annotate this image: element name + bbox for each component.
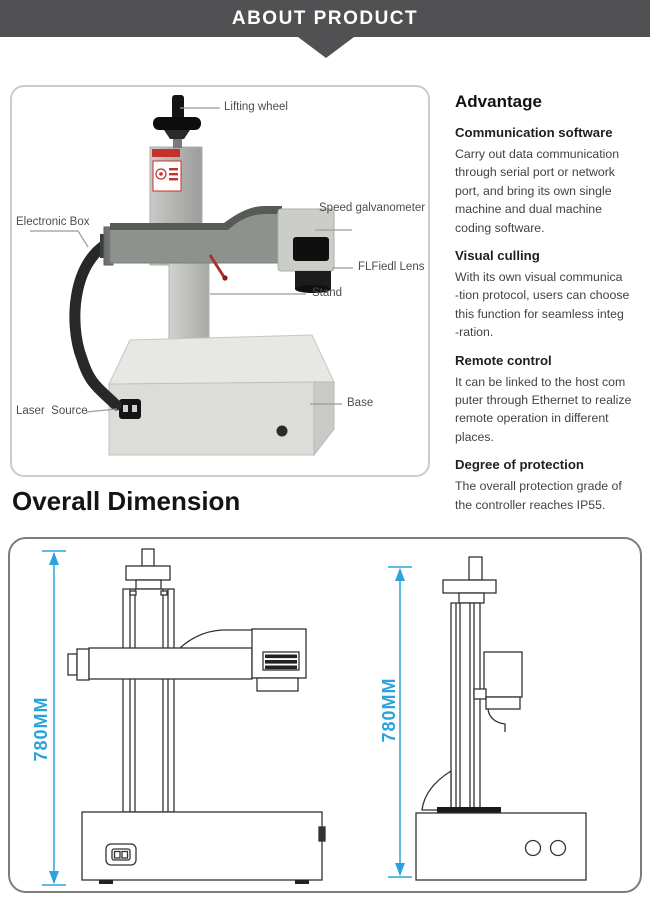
section-body: It can be linked to the host com puter t… [455,374,632,444]
header-arrow-down-icon [298,37,354,58]
machine-stand [168,262,210,346]
power-socket-icon [119,399,141,419]
galvanometer-head [277,208,335,272]
section-body: The overall protection grade of the cont… [455,479,622,512]
advantage-panel: Advantage Communication software Carry o… [455,92,645,514]
power-cable [69,233,124,411]
page-title: ABOUT PRODUCT [231,8,419,29]
label-flfiedl-lens: FLFiedl Lens [358,261,425,273]
advantage-section-remote-control: Remote control It can be linked to the h… [455,353,645,447]
machine-arm [100,206,283,266]
warning-strip [152,149,180,157]
section-body: Carry out data communication through ser… [455,147,620,235]
machine-base [108,334,335,457]
advantage-section-protection: Degree of protection The overall protect… [455,457,645,514]
dimension-title: Overall Dimension [12,486,241,516]
callout-lines [30,107,353,413]
base-button [276,425,288,437]
dimension-arrow-left [42,550,66,886]
lens-cylinder [295,271,331,293]
section-heading: Remote control [455,352,552,368]
socket-icon-drawing [105,843,137,866]
section-heading: Degree of protection [455,457,584,473]
label-electronic-box: Electronic Box [16,216,90,228]
warning-label-icon [152,160,182,192]
label-speed-galvanometer: Speed galvanometer [319,202,426,214]
section-heading: Communication software [455,125,613,140]
label-laser-source: Laser Source [16,405,88,417]
advantage-title: Advantage [455,92,542,111]
lever-handle [208,254,228,281]
section-heading: Visual culling [455,248,540,264]
dimension-arrow-right [388,566,412,878]
label-stand: Stand [312,287,343,299]
dimension-label-left: 780MM [31,696,51,762]
product-photo [30,95,353,457]
label-lifting-wheel: Lifting wheel [224,101,288,113]
machine-side-view-right [415,556,587,881]
product-figure: Lifting wheel Speed galvanometer FLFiedl… [10,85,430,477]
header-bar: ABOUT PRODUCT [0,0,650,37]
label-base: Base [347,397,374,409]
dimension-figure: 780MM 780MM [8,537,642,893]
lifting-wheel [153,95,201,148]
advantage-section-communication: Communication software Carry out data co… [455,125,645,237]
machine-side-view-left [67,548,326,884]
advantage-section-visual-culling: Visual culling With its own visual commu… [455,248,645,342]
dimension-drawing [42,548,587,886]
dimension-label-right: 780MM [379,677,399,743]
section-body: With its own visual communica -tion prot… [455,270,630,340]
